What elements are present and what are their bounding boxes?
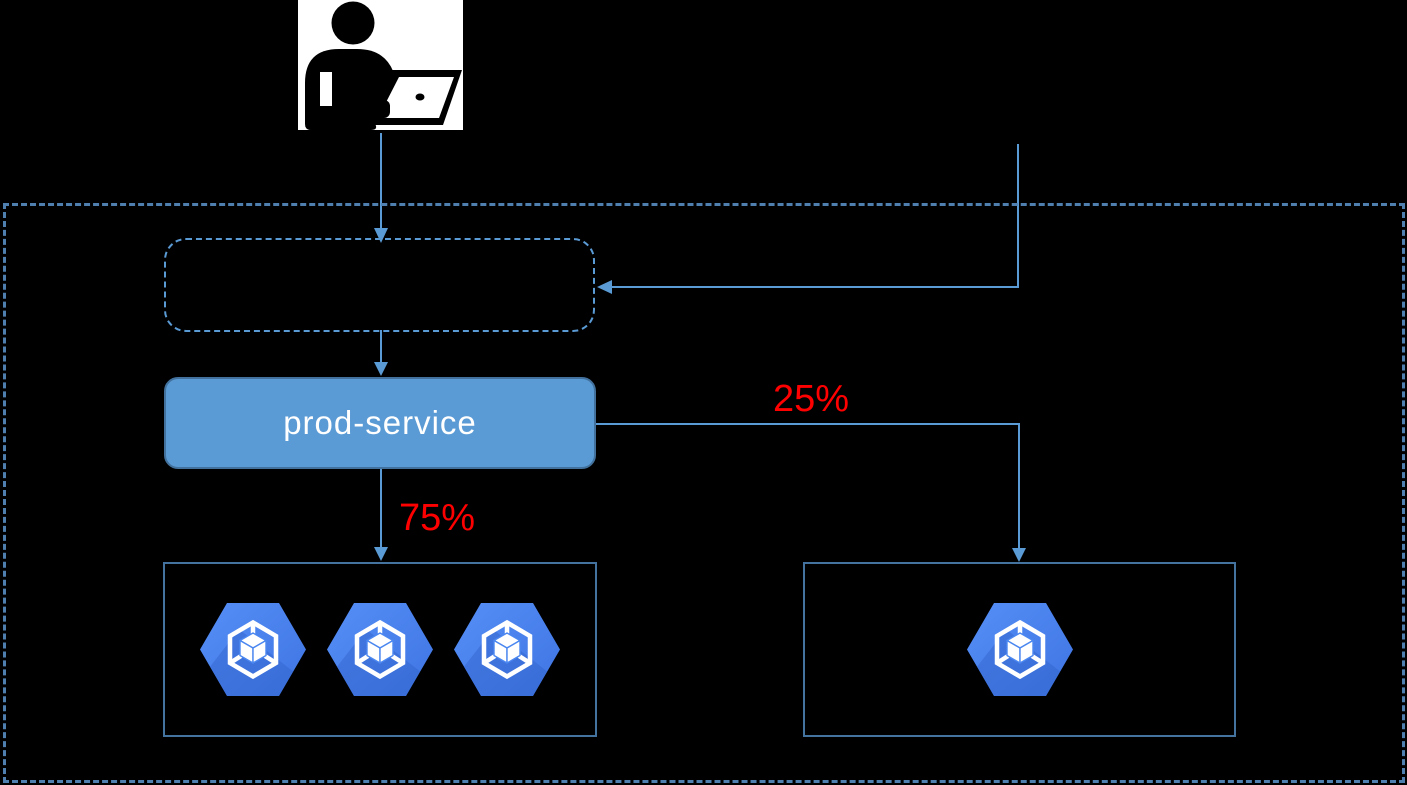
gke-hexagon-icon	[454, 603, 560, 696]
traffic-weight-25: 25%	[772, 378, 850, 420]
gateway-box	[164, 238, 595, 332]
person-laptop-icon	[298, 0, 463, 130]
environment-boundary	[3, 203, 1405, 783]
node-group-right	[966, 602, 1073, 697]
node-group-left	[200, 602, 560, 697]
gke-hexagon-icon	[327, 603, 433, 696]
service-label: prod-service	[283, 404, 477, 441]
cluster-box-left	[163, 562, 597, 737]
traffic-weight-75: 75%	[398, 497, 476, 539]
gke-hexagon-icon	[200, 603, 306, 696]
cluster-box-right	[803, 562, 1236, 737]
service-box: prod-service	[164, 377, 596, 469]
gke-hexagon-icon	[966, 603, 1073, 696]
